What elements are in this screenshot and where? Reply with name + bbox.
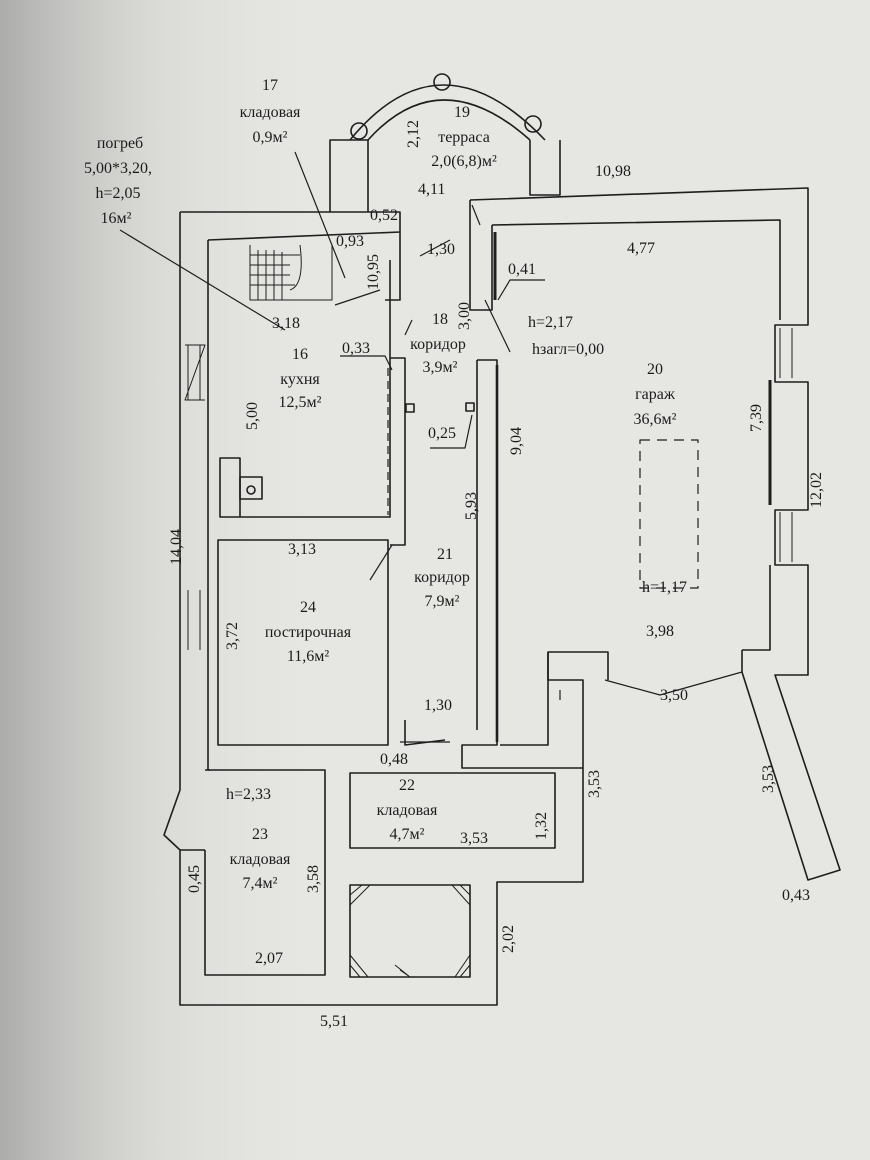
dim-3-53-left: 3,53 (586, 770, 603, 798)
dim-1-32: 1,32 (533, 812, 550, 840)
room-20-name: гараж (635, 386, 675, 403)
dim-1-30-bottom: 1,30 (424, 697, 452, 714)
room-16-number: 16 (292, 346, 308, 363)
room-20-number: 20 (647, 361, 663, 378)
room-19-name: терраса (438, 129, 490, 146)
dim-0-52: 0,52 (370, 207, 398, 224)
dim-0-41: 0,41 (508, 261, 536, 278)
cellar-area: 16м² (100, 210, 132, 227)
dim-12-02: 12,02 (808, 472, 825, 508)
room-19-number: 19 (454, 104, 470, 121)
dim-4-11: 4,11 (418, 181, 446, 198)
room-22-area: 4,7м² (389, 826, 425, 843)
dim-2-02: 2,02 (500, 925, 517, 953)
cellar-name: погреб (96, 135, 144, 152)
dim-0-33: 0,33 (342, 340, 370, 357)
room-23-name: кладовая (229, 851, 291, 868)
dim-3-13: 3,13 (288, 541, 316, 558)
room-17-number: 17 (262, 77, 278, 94)
room-21-area: 7,9м² (424, 593, 460, 610)
garage-height: h=2,17 (528, 314, 574, 331)
pantry-23-height: h=2,33 (226, 786, 272, 803)
dim-0-25: 0,25 (428, 425, 456, 442)
room-20-area: 36,6м² (633, 411, 677, 428)
dim-0-45: 0,45 (186, 865, 203, 893)
room-23-area: 7,4м² (242, 875, 278, 892)
dim-10-98: 10,98 (595, 163, 631, 180)
room-18-name: коридор (410, 336, 466, 353)
pit-height: h=1,17 (642, 579, 688, 596)
room-23-number: 23 (252, 826, 268, 843)
wall-top-left (180, 211, 401, 241)
dim-3-53-right: 3,53 (760, 765, 777, 793)
dim-3-72: 3,72 (224, 622, 241, 650)
dim-3-18: 3,18 (272, 315, 300, 332)
room-18-number: 18 (432, 311, 448, 328)
terrace-column-right (524, 115, 542, 133)
dim-3-53-pantry: 3,53 (460, 830, 488, 847)
dim-1-30-top: 1,30 (427, 241, 455, 258)
room-16-name: кухня (280, 371, 320, 388)
dim-7-39: 7,39 (748, 404, 765, 432)
dim-14-04: 14,04 (168, 529, 185, 565)
dim-3-98: 3,98 (646, 623, 674, 640)
terrace-column-top (433, 73, 451, 91)
terrace-column-left (350, 122, 368, 140)
dim-3-00: 3,00 (456, 302, 473, 330)
kitchen-wall (219, 260, 391, 518)
dim-5-51: 5,51 (320, 1013, 348, 1030)
outer-wall-left (163, 212, 584, 1006)
garage-wall-inner (491, 219, 781, 320)
dim-10-95: 10,95 (365, 254, 382, 290)
room-22-name: кладовая (376, 802, 438, 819)
room-17-area: 0,9м² (252, 129, 288, 146)
room-24-number: 24 (300, 599, 316, 616)
pantry-23-wall (204, 769, 326, 976)
room-21-number: 21 (437, 546, 453, 563)
garage-foundation-height: hзагл=0,00 (532, 341, 605, 358)
room-16-area: 12,5м² (278, 394, 322, 411)
terrace-arc (349, 84, 546, 141)
room-17-name: кладовая (239, 104, 301, 121)
dim-0-93: 0,93 (336, 233, 364, 250)
dim-9-04: 9,04 (508, 427, 525, 455)
dim-3-50: 3,50 (660, 687, 688, 704)
room-22-number: 22 (399, 777, 415, 794)
room-24-name: постирочная (264, 624, 352, 641)
dim-2-07: 2,07 (255, 950, 283, 967)
dim-0-43: 0,43 (782, 887, 810, 904)
dim-5-93: 5,93 (463, 492, 480, 520)
dim-2-12: 2,12 (405, 120, 422, 148)
dim-0-48: 0,48 (380, 751, 408, 768)
laundry-wall (217, 539, 389, 746)
cellar-size: 5,00*3,20, (84, 160, 152, 177)
cellar-height: h=2,05 (95, 185, 141, 202)
garage-wall-top (469, 187, 841, 881)
dim-5-00: 5,00 (244, 402, 261, 430)
room-24-area: 11,6м² (286, 648, 330, 665)
room-18-area: 3,9м² (422, 359, 458, 376)
room-21-name: коридор (414, 569, 470, 586)
dim-4-77: 4,77 (627, 240, 655, 257)
stair-symbol (249, 244, 333, 301)
room-19-area: 2,0(6,8)м² (431, 153, 497, 170)
pantry-22-wall (349, 772, 556, 849)
dim-3-58: 3,58 (305, 865, 322, 893)
